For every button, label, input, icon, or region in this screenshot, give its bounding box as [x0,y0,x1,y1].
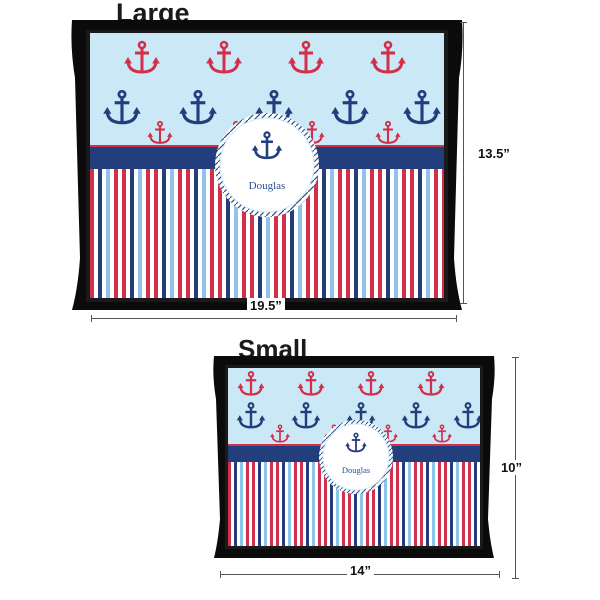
small-height-cap-top [512,357,519,358]
large-height-dimension-line [463,22,464,304]
small-width-label: 14” [347,563,374,578]
small-tray-graphic: Douglas [213,356,495,558]
small-height-cap-bottom [512,578,519,579]
small-width-cap-left [220,571,221,578]
small-monogram-text: Douglas [342,465,370,475]
large-height-cap-bottom [460,303,467,304]
large-height-cap-top [460,22,467,23]
large-width-label: 19.5” [247,298,285,313]
large-height-label: 13.5” [478,146,510,161]
large-width-cap-right [456,315,457,322]
large-monogram-text: Douglas [249,180,286,192]
large-tray: Douglas [62,18,472,318]
large-width-cap-left [91,315,92,322]
large-width-dimension-line [91,318,457,319]
small-tray: Douglas [206,354,502,564]
small-width-cap-right [499,571,500,578]
small-height-label: 10” [499,460,524,475]
large-tray-graphic: Douglas [71,20,463,310]
